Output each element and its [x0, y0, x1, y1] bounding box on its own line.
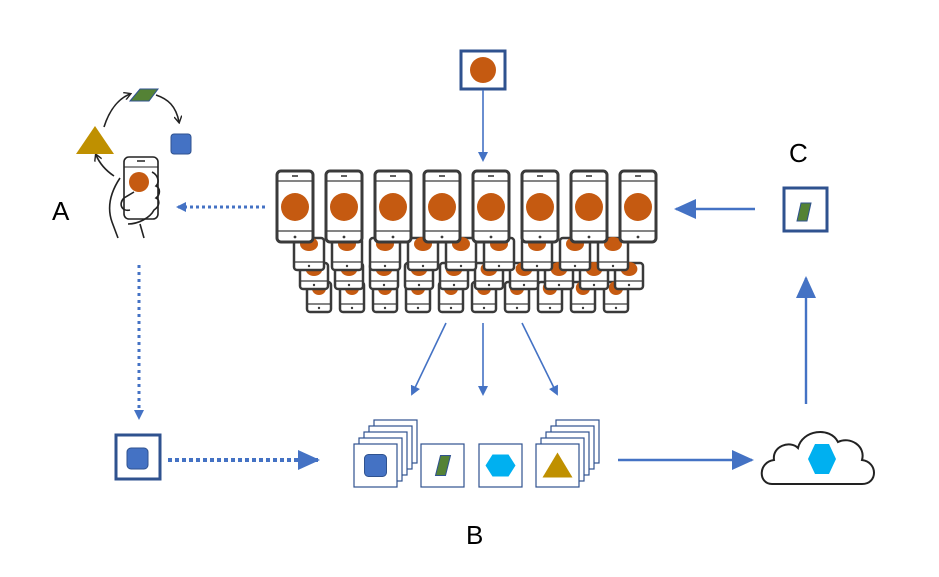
- hand-icon: [108, 171, 161, 239]
- phone-icon: [618, 169, 658, 244]
- blue-square-icon: [126, 447, 149, 470]
- cyan-hexagon-icon: [485, 454, 516, 477]
- orange-circle-icon: [129, 172, 149, 192]
- global-model-box: [459, 49, 507, 91]
- label-a: A: [52, 196, 70, 226]
- phone-icon: [471, 169, 511, 244]
- phone-icon: [373, 169, 413, 244]
- cyan-hexagon-icon: [808, 444, 836, 474]
- phone-icon: [324, 169, 364, 244]
- update-card-parallelogram: [420, 443, 465, 488]
- orange-circle-icon: [575, 193, 603, 221]
- orange-circle-icon: [281, 193, 309, 221]
- phone-icon: [569, 169, 609, 244]
- orange-circle-icon: [330, 193, 358, 221]
- orange-circle-icon: [428, 193, 456, 221]
- green-parallelogram-icon: [434, 455, 452, 476]
- blue-square-icon: [364, 454, 387, 477]
- update-card-rounded-square: [353, 419, 418, 488]
- orange-circle-icon: [604, 237, 622, 251]
- arrow-phones-to-b-left: [410, 322, 447, 396]
- gold-triangle-icon: [542, 452, 573, 478]
- label-b: B: [466, 520, 484, 550]
- phone-icon: [406, 236, 440, 272]
- orange-circle-icon: [379, 193, 407, 221]
- phone-icon: [275, 169, 315, 244]
- phone-icon: [596, 236, 630, 272]
- orange-circle-icon: [477, 193, 505, 221]
- phone-icon: [422, 169, 462, 244]
- global-update-box-c: [782, 186, 829, 233]
- cycle-arrow-left: [103, 94, 130, 128]
- orange-circle-icon: [470, 57, 496, 83]
- update-cards: [353, 419, 600, 488]
- cycle-arrow-bottom: [96, 155, 115, 177]
- cycle-arrow-right: [155, 94, 179, 122]
- green-parallelogram-icon: [128, 88, 159, 102]
- arrow-phones-to-b-right: [521, 322, 558, 396]
- blue-square-icon: [170, 133, 192, 155]
- cloud-server: [760, 430, 875, 485]
- phone-fleet: [275, 169, 658, 314]
- orange-circle-icon: [624, 193, 652, 221]
- phone-icon: [520, 169, 560, 244]
- local-update-box: [114, 433, 162, 481]
- user-a-group: [76, 88, 192, 239]
- gold-triangle-icon: [76, 126, 114, 154]
- green-parallelogram-icon: [796, 202, 812, 222]
- orange-circle-icon: [526, 193, 554, 221]
- label-c: C: [789, 138, 808, 168]
- update-card-hexagon: [478, 443, 523, 488]
- update-card-triangle: [535, 419, 600, 488]
